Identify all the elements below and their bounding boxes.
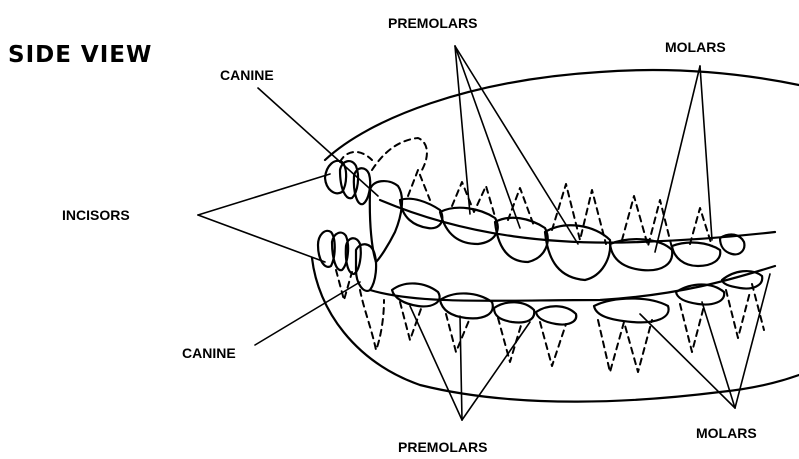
lower-gum-line bbox=[370, 266, 775, 301]
upper-jaw-outline bbox=[325, 70, 799, 160]
leader-canine-top bbox=[258, 88, 378, 196]
leader-canine-bottom bbox=[255, 282, 360, 345]
label-premolars-bottom: PREMOLARS bbox=[398, 440, 487, 454]
leader-molars-top bbox=[655, 66, 700, 252]
leader-premolars-top bbox=[455, 46, 470, 214]
leader-premolars-bottom bbox=[410, 306, 462, 420]
label-molars-bottom: MOLARS bbox=[696, 426, 757, 440]
diagram-title: SIDE VIEW bbox=[8, 44, 152, 67]
leader-incisors-lower bbox=[198, 215, 325, 262]
leader-incisors-upper bbox=[198, 174, 330, 215]
label-incisors: INCISORS bbox=[62, 208, 130, 222]
leader-lines bbox=[198, 46, 770, 420]
upper-gum-line bbox=[380, 200, 775, 243]
label-premolars-top: PREMOLARS bbox=[388, 16, 477, 30]
label-canine-top: CANINE bbox=[220, 68, 274, 82]
lower-incisors bbox=[318, 231, 361, 274]
label-molars-top: MOLARS bbox=[665, 40, 726, 54]
label-canine-bottom: CANINE bbox=[182, 346, 236, 360]
